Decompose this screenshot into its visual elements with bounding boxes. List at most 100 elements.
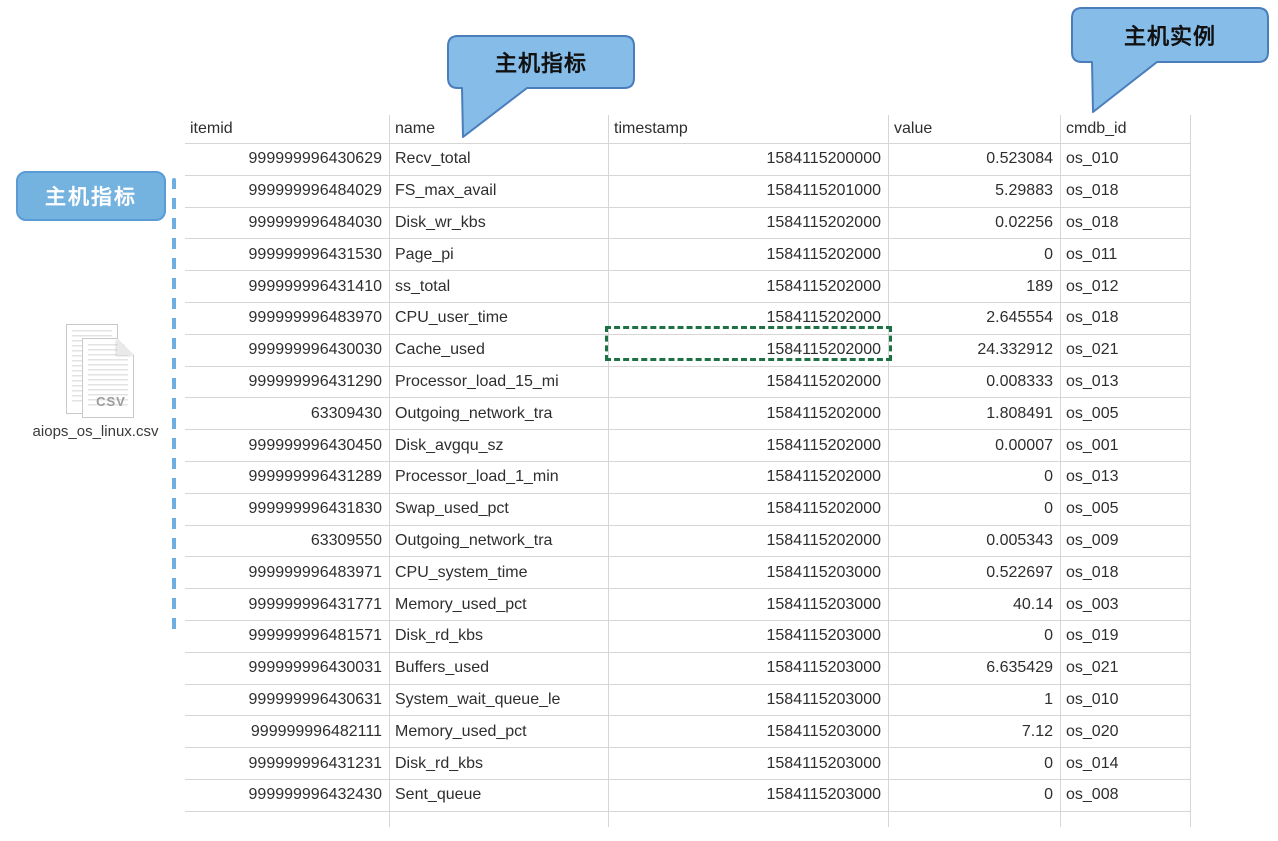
cell-cmdb_id[interactable]: os_018 [1061, 557, 1191, 589]
cell-value[interactable]: 40.14 [889, 589, 1061, 620]
cell-cmdb_id[interactable]: os_008 [1061, 779, 1191, 811]
cell-value[interactable]: 2.645554 [889, 302, 1061, 334]
cell-timestamp[interactable]: 1584115202000 [609, 430, 889, 461]
cell-value[interactable]: 7.12 [889, 716, 1061, 748]
cell-name[interactable]: ss_total [390, 271, 609, 302]
cell-timestamp[interactable]: 1584115203000 [609, 557, 889, 589]
cell-value[interactable]: 0 [889, 620, 1061, 652]
cell-timestamp[interactable]: 1584115201000 [609, 175, 889, 207]
csv-file-icon[interactable]: CSV [58, 322, 178, 422]
cell-name[interactable]: Processor_load_1_min [390, 461, 609, 493]
cell-timestamp[interactable]: 1584115203000 [609, 652, 889, 684]
cell-timestamp[interactable]: 1584115203000 [609, 589, 889, 620]
csv-file-name[interactable]: aiops_os_linux.csv [32, 423, 159, 440]
cell-value[interactable]: 189 [889, 271, 1061, 302]
cell-timestamp[interactable]: 1584115202000 [609, 461, 889, 493]
cell-timestamp[interactable]: 1584115203000 [609, 779, 889, 811]
cell-timestamp[interactable]: 1584115202000 [609, 334, 889, 366]
cell-itemid[interactable]: 999999996432430 [185, 779, 390, 811]
cell-itemid[interactable]: 63309430 [185, 398, 390, 430]
column-header-cmdb_id[interactable]: cmdb_id [1061, 115, 1191, 143]
cell-itemid[interactable]: 999999996430450 [185, 430, 390, 461]
cell-name[interactable]: Disk_avgqu_sz [390, 430, 609, 461]
cell-value[interactable]: 6.635429 [889, 652, 1061, 684]
cell-timestamp[interactable]: 1584115202000 [609, 302, 889, 334]
cell-timestamp[interactable]: 1584115203000 [609, 716, 889, 748]
cell-cmdb_id[interactable]: os_012 [1061, 271, 1191, 302]
cell-name[interactable]: FS_max_avail [390, 175, 609, 207]
cell-itemid[interactable]: 999999996431290 [185, 366, 390, 398]
empty-cell[interactable] [609, 811, 889, 827]
cell-cmdb_id[interactable]: os_010 [1061, 144, 1191, 175]
cell-cmdb_id[interactable]: os_019 [1061, 620, 1191, 652]
cell-itemid[interactable]: 999999996484030 [185, 207, 390, 239]
cell-itemid[interactable]: 999999996430030 [185, 334, 390, 366]
cell-value[interactable]: 0 [889, 779, 1061, 811]
cell-name[interactable]: Outgoing_network_tra [390, 525, 609, 557]
cell-timestamp[interactable]: 1584115202000 [609, 493, 889, 525]
cell-cmdb_id[interactable]: os_001 [1061, 430, 1191, 461]
cell-timestamp[interactable]: 1584115202000 [609, 525, 889, 557]
cell-timestamp[interactable]: 1584115203000 [609, 620, 889, 652]
cell-name[interactable]: Buffers_used [390, 652, 609, 684]
cell-itemid[interactable]: 63309550 [185, 525, 390, 557]
cell-itemid[interactable]: 999999996484029 [185, 175, 390, 207]
cell-timestamp[interactable]: 1584115200000 [609, 144, 889, 175]
empty-cell[interactable] [1061, 811, 1191, 827]
cell-name[interactable]: Recv_total [390, 144, 609, 175]
cell-name[interactable]: Memory_used_pct [390, 589, 609, 620]
cell-name[interactable]: Page_pi [390, 239, 609, 271]
cell-name[interactable]: Disk_rd_kbs [390, 620, 609, 652]
cell-name[interactable]: Memory_used_pct [390, 716, 609, 748]
column-header-name[interactable]: name [390, 115, 609, 143]
column-header-itemid[interactable]: itemid [185, 115, 390, 143]
cell-cmdb_id[interactable]: os_005 [1061, 398, 1191, 430]
cell-value[interactable]: 0.523084 [889, 144, 1061, 175]
cell-cmdb_id[interactable]: os_011 [1061, 239, 1191, 271]
cell-cmdb_id[interactable]: os_005 [1061, 493, 1191, 525]
cell-itemid[interactable]: 999999996431530 [185, 239, 390, 271]
cell-cmdb_id[interactable]: os_013 [1061, 461, 1191, 493]
cell-name[interactable]: Processor_load_15_mi [390, 366, 609, 398]
cell-itemid[interactable]: 999999996430631 [185, 684, 390, 716]
cell-cmdb_id[interactable]: os_021 [1061, 334, 1191, 366]
cell-timestamp[interactable]: 1584115203000 [609, 748, 889, 779]
cell-timestamp[interactable]: 1584115202000 [609, 271, 889, 302]
cell-value[interactable]: 5.29883 [889, 175, 1061, 207]
cell-name[interactable]: Swap_used_pct [390, 493, 609, 525]
cell-cmdb_id[interactable]: os_018 [1061, 207, 1191, 239]
cell-name[interactable]: System_wait_queue_le [390, 684, 609, 716]
cell-name[interactable]: Sent_queue [390, 779, 609, 811]
cell-cmdb_id[interactable]: os_013 [1061, 366, 1191, 398]
cell-timestamp[interactable]: 1584115202000 [609, 366, 889, 398]
empty-cell[interactable] [390, 811, 609, 827]
cell-itemid[interactable]: 999999996430031 [185, 652, 390, 684]
cell-itemid[interactable]: 999999996431830 [185, 493, 390, 525]
cell-value[interactable]: 0 [889, 461, 1061, 493]
cell-name[interactable]: CPU_user_time [390, 302, 609, 334]
cell-name[interactable]: Disk_wr_kbs [390, 207, 609, 239]
cell-cmdb_id[interactable]: os_003 [1061, 589, 1191, 620]
cell-cmdb_id[interactable]: os_018 [1061, 302, 1191, 334]
cell-timestamp[interactable]: 1584115202000 [609, 207, 889, 239]
empty-cell[interactable] [185, 811, 390, 827]
column-header-timestamp[interactable]: timestamp [609, 115, 889, 143]
cell-value[interactable]: 0 [889, 239, 1061, 271]
cell-name[interactable]: CPU_system_time [390, 557, 609, 589]
cell-cmdb_id[interactable]: os_014 [1061, 748, 1191, 779]
cell-value[interactable]: 0.522697 [889, 557, 1061, 589]
cell-value[interactable]: 0.005343 [889, 525, 1061, 557]
cell-itemid[interactable]: 999999996483970 [185, 302, 390, 334]
cell-itemid[interactable]: 999999996431410 [185, 271, 390, 302]
cell-name[interactable]: Disk_rd_kbs [390, 748, 609, 779]
cell-value[interactable]: 0 [889, 748, 1061, 779]
column-header-value[interactable]: value [889, 115, 1061, 143]
cell-value[interactable]: 1.808491 [889, 398, 1061, 430]
cell-cmdb_id[interactable]: os_021 [1061, 652, 1191, 684]
cell-timestamp[interactable]: 1584115202000 [609, 239, 889, 271]
cell-itemid[interactable]: 999999996482111 [185, 716, 390, 748]
cell-value[interactable]: 0.02256 [889, 207, 1061, 239]
cell-itemid[interactable]: 999999996481571 [185, 620, 390, 652]
cell-value[interactable]: 24.332912 [889, 334, 1061, 366]
cell-value[interactable]: 1 [889, 684, 1061, 716]
